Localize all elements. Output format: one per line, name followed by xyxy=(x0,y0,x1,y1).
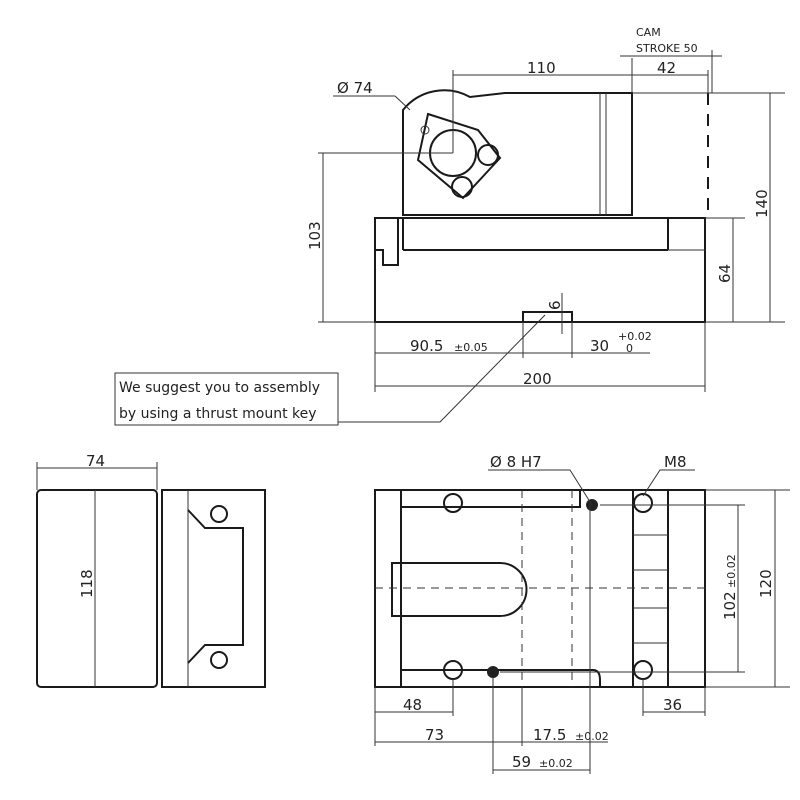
screw-icon xyxy=(443,493,463,513)
key-slot xyxy=(391,562,528,617)
dim-42: 42 xyxy=(657,59,676,77)
dim-200: 200 xyxy=(523,370,552,388)
thrust-key xyxy=(522,311,573,323)
stroke-label: STROKE 50 xyxy=(636,42,698,55)
dim-36: 36 xyxy=(663,696,682,714)
diameter-74: Ø 74 xyxy=(337,79,373,97)
tol-59: ±0.02 xyxy=(539,757,573,770)
dim-59: 59 xyxy=(512,753,531,771)
plan-view: Ø 8 H7 M8 120 102 ±0.02 48 36 73 17.5 ±0… xyxy=(374,453,790,774)
pin-hole-icon xyxy=(487,666,499,678)
screw-icon xyxy=(210,651,228,669)
tol-30-upper: +0.02 xyxy=(618,330,652,343)
base-block xyxy=(374,217,706,323)
screw-icon xyxy=(451,176,473,198)
screw-icon xyxy=(633,660,653,680)
dim-30: 30 xyxy=(590,337,609,355)
note-line-1: We suggest you to assembly xyxy=(119,380,320,396)
assembly-note: We suggest you to assembly by using a th… xyxy=(114,314,546,426)
screw-icon xyxy=(210,505,228,523)
dim-64: 64 xyxy=(716,264,734,283)
tol-17-5: ±0.02 xyxy=(575,730,609,743)
note-line-2: by using a thrust mount key xyxy=(119,406,317,422)
tol-90-5: ±0.05 xyxy=(454,341,488,354)
dim-118: 118 xyxy=(78,569,96,598)
front-view: 110 42 CAM STROKE 50 Ø 74 140 64 103 6 9… xyxy=(306,26,785,392)
dim-73: 73 xyxy=(425,726,444,744)
dim-140: 140 xyxy=(753,189,771,218)
dim-17-5: 17.5 xyxy=(533,726,566,744)
dim-48: 48 xyxy=(403,696,422,714)
tol-102: ±0.02 xyxy=(725,554,738,588)
pin-hole-label: Ø 8 H7 xyxy=(490,453,542,471)
cam-plate xyxy=(416,112,502,200)
dim-74-side: 74 xyxy=(86,452,105,470)
screw-icon xyxy=(633,493,653,513)
dim-90-5: 90.5 xyxy=(410,337,443,355)
screw-icon xyxy=(477,144,499,166)
cam-body xyxy=(402,89,633,216)
cam-label: CAM xyxy=(636,26,661,39)
dim-120: 120 xyxy=(757,569,775,598)
dim-110: 110 xyxy=(527,59,556,77)
thread-label: M8 xyxy=(664,453,687,471)
dim-102: 102 xyxy=(721,591,739,620)
dim-6: 6 xyxy=(546,300,564,310)
dim-103: 103 xyxy=(306,221,324,250)
tol-30-lower: 0 xyxy=(626,342,633,355)
side-view: 74 118 xyxy=(36,452,266,688)
